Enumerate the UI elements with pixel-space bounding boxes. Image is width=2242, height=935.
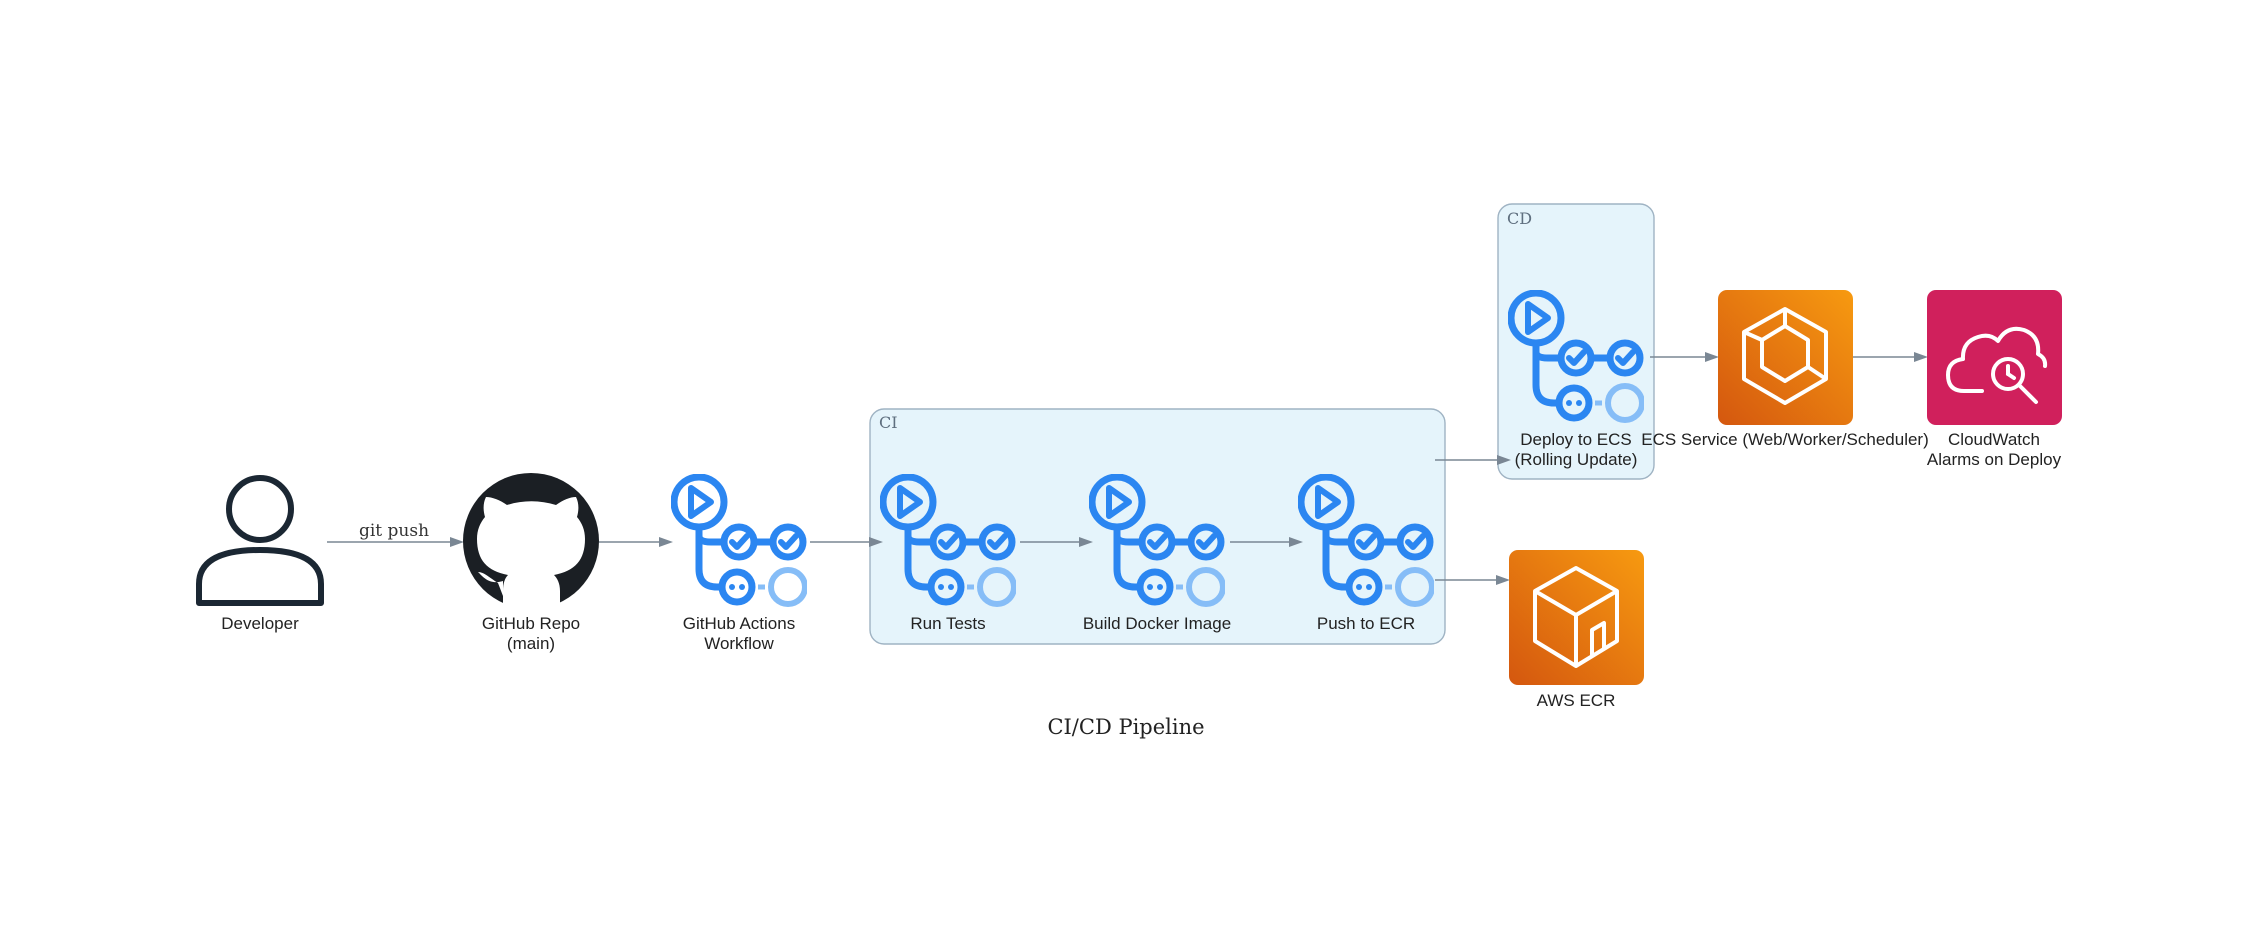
node-workflow-label-line1: GitHub Actions [683, 614, 795, 633]
edge-push-to-ecr [1435, 575, 1510, 585]
node-build-docker-image-label: Build Docker Image [1083, 614, 1231, 633]
aws-cloudwatch-icon [1927, 290, 2062, 425]
edge-ecs-to-cloudwatch [1853, 352, 1928, 362]
github-actions-icon [674, 477, 805, 604]
node-github-repo-label-line2: (main) [507, 634, 555, 653]
node-deploy-to-ecs-label-line2: (Rolling Update) [1515, 450, 1638, 469]
node-github-repo-label-line1: GitHub Repo [482, 614, 580, 633]
node-developer[interactable]: Developer [196, 475, 324, 633]
node-workflow-label-line2: Workflow [704, 634, 774, 653]
edge-deploy-to-ecs [1650, 352, 1719, 362]
edge-repo-to-workflow [599, 537, 673, 547]
edge-workflow-to-run-tests [810, 537, 883, 547]
node-build-docker-image[interactable]: Build Docker Image [1083, 477, 1231, 633]
edge-label-git-push: git push [359, 521, 429, 541]
edge-push-to-deploy [1435, 455, 1511, 465]
node-developer-label: Developer [221, 614, 299, 633]
node-push-to-ecr[interactable]: Push to ECR [1301, 477, 1432, 633]
github-icon [463, 473, 599, 610]
node-cloudwatch[interactable]: CloudWatch Alarms on Deploy [1927, 290, 2062, 469]
diagram-title: CI/CD Pipeline [1047, 715, 1204, 739]
user-icon [196, 475, 324, 606]
node-cloudwatch-label-line2: Alarms on Deploy [1927, 450, 2062, 469]
node-push-to-ecr-label: Push to ECR [1317, 614, 1415, 633]
cluster-cd-label: CD [1507, 209, 1532, 228]
node-aws-ecr-label: AWS ECR [1537, 691, 1616, 710]
node-run-tests-label: Run Tests [910, 614, 985, 633]
node-deploy-to-ecs-label-line1: Deploy to ECS [1520, 430, 1632, 449]
cluster-ci-label: CI [879, 413, 898, 432]
edge-developer-to-repo: git push [327, 521, 464, 547]
node-cloudwatch-label-line1: CloudWatch [1948, 430, 2040, 449]
node-github-actions-workflow[interactable]: GitHub Actions Workflow [674, 477, 805, 653]
node-run-tests[interactable]: Run Tests [883, 477, 1014, 633]
aws-ecr-icon [1509, 550, 1644, 685]
aws-ecs-icon [1718, 290, 1853, 425]
node-ecs-service[interactable]: ECS Service (Web/Worker/Scheduler) [1641, 290, 1929, 449]
node-aws-ecr[interactable]: AWS ECR [1509, 550, 1644, 710]
node-ecs-service-label: ECS Service (Web/Worker/Scheduler) [1641, 430, 1929, 449]
node-github-repo[interactable]: GitHub Repo (main) [463, 473, 599, 653]
node-deploy-to-ecs[interactable]: Deploy to ECS (Rolling Update) [1511, 293, 1642, 469]
edge-build-to-push [1230, 537, 1303, 547]
edge-run-tests-to-build [1020, 537, 1093, 547]
